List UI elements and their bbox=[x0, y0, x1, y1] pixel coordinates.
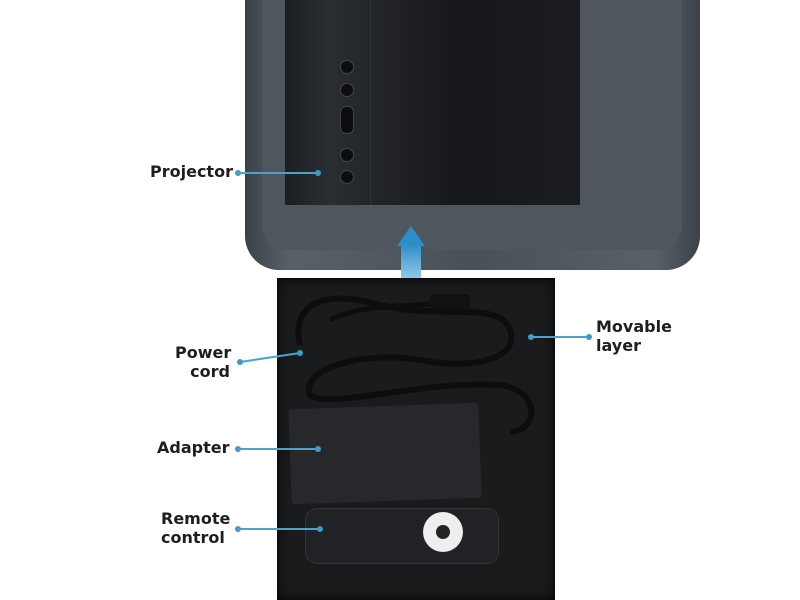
projector-rocker bbox=[340, 106, 354, 134]
callout-dot bbox=[315, 170, 321, 176]
callout-dot bbox=[317, 526, 323, 532]
label-line: control bbox=[161, 528, 225, 547]
label-remote-control: Remote control bbox=[161, 509, 230, 547]
callout-dot bbox=[586, 334, 592, 340]
remote-control bbox=[305, 508, 499, 564]
projector-seam bbox=[370, 0, 371, 205]
label-line: Movable bbox=[596, 317, 672, 336]
arrow-up-icon bbox=[397, 226, 425, 246]
label-line: cord bbox=[190, 362, 230, 381]
callout-line bbox=[238, 448, 318, 450]
projector-button bbox=[340, 60, 354, 74]
projector-button bbox=[340, 148, 354, 162]
projector bbox=[285, 0, 580, 205]
label-line: Remote bbox=[161, 509, 231, 528]
callout-line bbox=[238, 172, 318, 174]
callout-dot bbox=[315, 446, 321, 452]
label-movable-layer: Movable layer bbox=[596, 317, 672, 355]
callout-line bbox=[238, 528, 320, 530]
label-projector: Projector bbox=[150, 162, 233, 181]
label-line: Power bbox=[175, 343, 232, 362]
power-button-icon bbox=[340, 170, 354, 184]
label-line: layer bbox=[596, 336, 641, 355]
arrow-shaft bbox=[401, 244, 421, 286]
callout-line bbox=[531, 336, 589, 338]
label-power-cord: Power cord bbox=[175, 343, 232, 381]
label-adapter: Adapter bbox=[157, 438, 230, 457]
projector-button bbox=[340, 83, 354, 97]
remote-dpad bbox=[423, 512, 463, 552]
